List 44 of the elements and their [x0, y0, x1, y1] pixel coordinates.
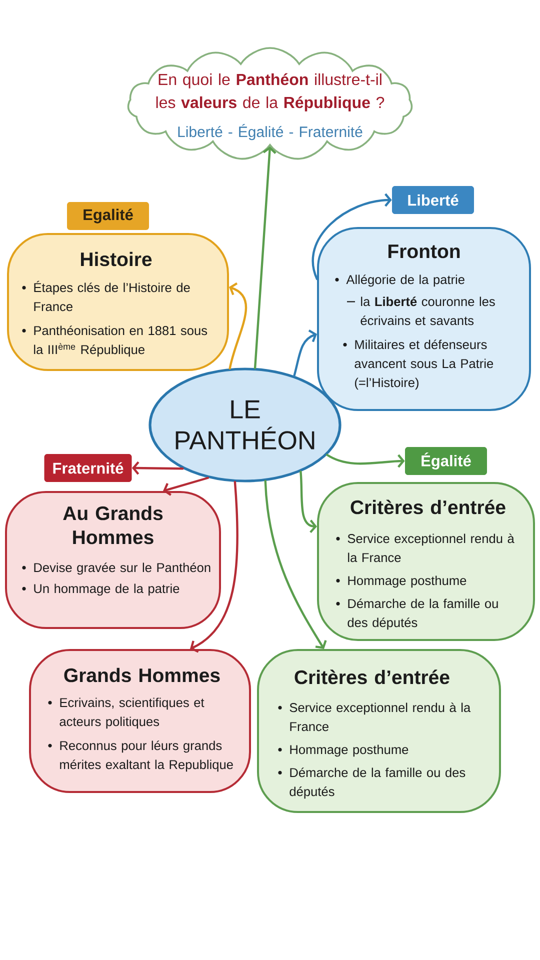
topic-bubble [317, 227, 531, 411]
curved-arrow [300, 470, 317, 534]
curved-arrow [312, 193, 392, 280]
value-badge: Liberté [392, 186, 474, 214]
topic-bubble [7, 233, 229, 371]
bullet-text: Militaires et défenseurs avancent sous La Patrie (=l’Histoire) [354, 340, 494, 390]
curved-arrow [163, 476, 210, 496]
curved-arrow [228, 282, 248, 370]
bubble-heading: Histoire [81, 252, 152, 266]
bubble-heading: Au Grands Hommes [63, 506, 163, 544]
bullet-text: Devise gravée sur le Panthéon [34, 562, 210, 575]
topic-bubble [317, 482, 535, 641]
bullet-text: Étapes clés de l’Histoire de France [34, 280, 190, 312]
bullet-text: Démarche de la famille ou des députés [348, 598, 498, 630]
thought-cloud [127, 47, 413, 160]
bubble-heading: Critères d’entrée [294, 670, 450, 684]
bullet-text: Service exceptionnel rendu à la France [290, 702, 471, 732]
motto-text: Liberté - Égalité - Fraternité [178, 124, 362, 140]
bullet-text: Panthéonisation en 1881 sous la III$^{ème}$ République [34, 326, 208, 357]
bullet-text: Un hommage de la patrie [34, 584, 180, 596]
value-badge: Égalité [405, 447, 487, 475]
bullet-text: Hommage posthume [290, 744, 408, 757]
bullet-text: Reconnus pour léurs grands mérites exaltant la Republique [60, 740, 233, 772]
curved-arrow [254, 146, 276, 370]
bullet-text: Allégorie de la patrie [346, 274, 464, 287]
bullet-text: Hommage posthume [348, 576, 466, 588]
bubble-heading: Critères d’entrée [350, 500, 506, 514]
curved-arrow [293, 330, 317, 377]
topic-bubble [29, 649, 251, 793]
curved-arrow [326, 454, 405, 468]
bubble-heading: Fronton [388, 244, 460, 258]
bubble-heading: Grands Hommes [64, 668, 220, 682]
curved-arrow [132, 461, 184, 475]
bullet-text: Service exceptionnel rendu à la France [348, 534, 514, 562]
bullet-text: la Liberté couronne les écrivains et savants [360, 296, 495, 326]
topic-bubble [257, 649, 501, 813]
value-badge: Fraternité [44, 454, 132, 482]
question-text: En quoi le Panthéon illustre-t-il les valeurs de la République ? [156, 73, 384, 112]
curved-arrow [264, 480, 327, 649]
topic-bubble [5, 491, 221, 629]
bullet-text: Ecrivains, scientifiques et acteurs politiques [60, 698, 204, 729]
value-badge: Egalité [67, 202, 149, 230]
curved-arrow [190, 480, 238, 653]
bullet-text: Démarche de la famille ou des députés [290, 768, 466, 799]
